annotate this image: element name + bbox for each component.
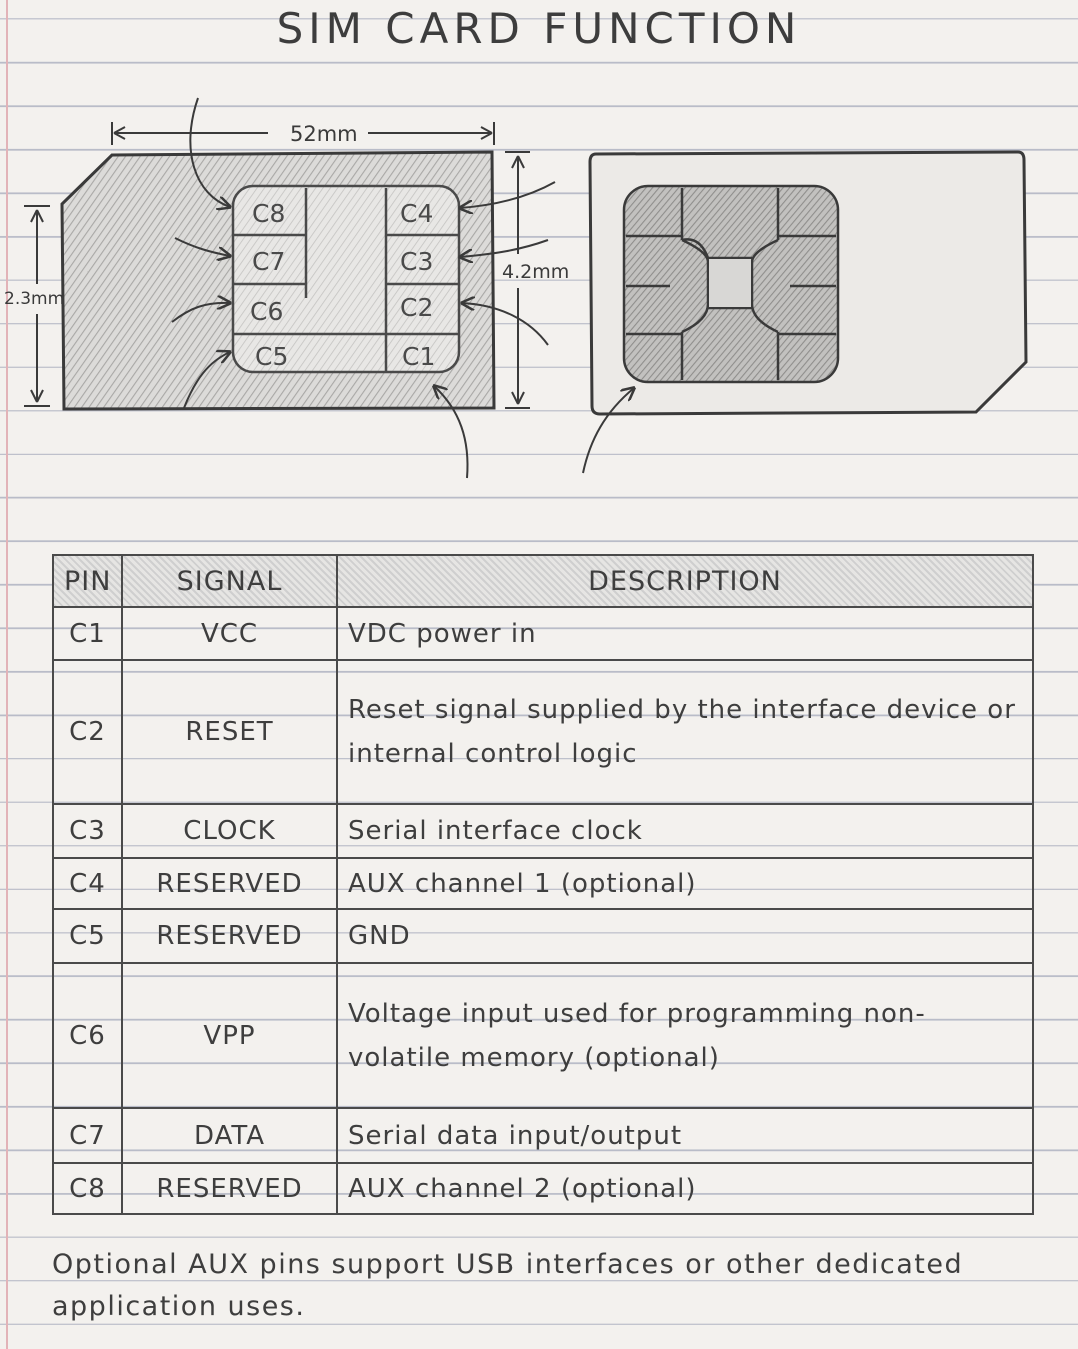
row-description: AUX channel 1 (optional) <box>336 857 1034 910</box>
pad-label-c2: C2 <box>400 293 433 322</box>
pad-label-c6: C6 <box>250 297 283 326</box>
height-dimension-label: 2.3mm <box>4 289 64 309</box>
pad-label-c8: C8 <box>252 199 285 228</box>
pad-label-c3: C3 <box>400 247 433 276</box>
pad-height-dimension-label: 4.2mm <box>502 261 569 283</box>
header-description: DESCRIPTION <box>336 554 1034 608</box>
row-description: Serial data input/output <box>336 1107 1034 1164</box>
row-pin: C4 <box>52 857 123 910</box>
height-dimension <box>24 205 50 407</box>
page-title: SIM CARD FUNCTION <box>276 4 802 53</box>
row-pin: C5 <box>52 908 123 964</box>
row-description: VDC power in <box>336 606 1034 661</box>
row-signal: CLOCK <box>121 803 338 859</box>
header-signal: SIGNAL <box>121 554 338 608</box>
sim-card-contact-side <box>60 150 496 411</box>
row-pin: C8 <box>52 1162 123 1215</box>
row-signal: VPP <box>121 962 338 1109</box>
row-signal: RESET <box>121 659 338 805</box>
pad-label-c4: C4 <box>400 199 433 228</box>
pad-label-c1: C1 <box>402 342 435 371</box>
row-signal: RESERVED <box>121 1162 338 1215</box>
notebook-margin-line <box>6 0 8 1349</box>
table-header-row: PIN SIGNAL DESCRIPTION <box>52 554 1034 608</box>
row-pin: C7 <box>52 1107 123 1164</box>
pad-height-dimension <box>505 151 530 409</box>
table-row: C2 RESET Reset signal supplied by the in… <box>52 659 1034 805</box>
pad-label-c7: C7 <box>252 247 285 276</box>
pointer-arrows <box>171 97 556 479</box>
table-row: C8 RESERVED AUX channel 2 (optional) <box>52 1162 1034 1215</box>
table-row: C6 VPP Voltage input used for programmin… <box>52 962 1034 1109</box>
row-signal: RESERVED <box>121 857 338 910</box>
row-pin: C6 <box>52 962 123 1109</box>
sim-card-diagram: C8 C7 C6 C5 C4 C3 C2 C1 52mm 2.3mm 4.2mm <box>4 97 1028 479</box>
row-pin: C2 <box>52 659 123 805</box>
header-pin: PIN <box>52 554 123 608</box>
footnote: Optional AUX pins support USB interfaces… <box>52 1249 964 1322</box>
row-description: Voltage input used for programming non-v… <box>336 962 1034 1109</box>
table-row: C7 DATA Serial data input/output <box>52 1107 1034 1164</box>
row-description: Reset signal supplied by the interface d… <box>336 659 1034 805</box>
row-description: Serial interface clock <box>336 803 1034 859</box>
row-description: GND <box>336 908 1034 964</box>
pin-function-table: PIN SIGNAL DESCRIPTION C1 VCC VDC power … <box>52 554 1034 1215</box>
row-pin: C3 <box>52 803 123 859</box>
pad-label-c5: C5 <box>255 342 288 371</box>
row-signal: VCC <box>121 606 338 661</box>
row-signal: RESERVED <box>121 908 338 964</box>
table-row: C3 CLOCK Serial interface clock <box>52 803 1034 859</box>
row-description: AUX channel 2 (optional) <box>336 1162 1034 1215</box>
row-pin: C1 <box>52 606 123 661</box>
row-signal: DATA <box>121 1107 338 1164</box>
width-dimension-label: 52mm <box>290 122 358 146</box>
table-row: C4 RESERVED AUX channel 1 (optional) <box>52 857 1034 910</box>
sim-card-chip-side <box>588 150 1028 416</box>
table-row: C1 VCC VDC power in <box>52 606 1034 661</box>
table-row: C5 RESERVED GND <box>52 908 1034 964</box>
chip-pointer-arrow <box>582 388 634 474</box>
